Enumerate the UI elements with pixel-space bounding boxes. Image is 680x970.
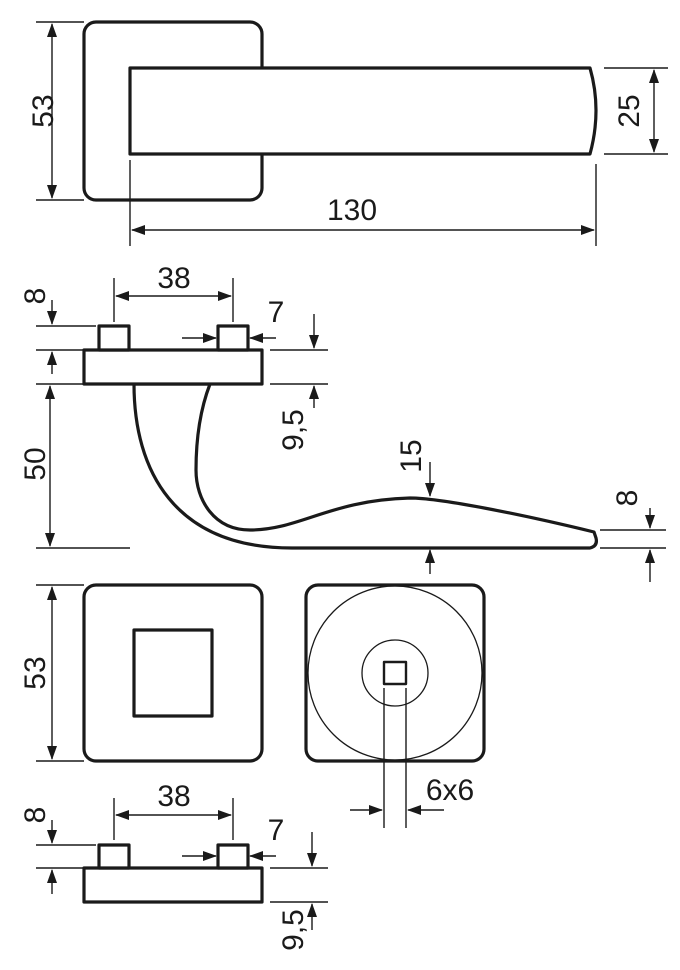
side-rose-plate: [82, 348, 264, 386]
spindle-square-hole: [382, 660, 408, 686]
bottom-rose-plate: [82, 866, 264, 904]
dim-lever-length: 130: [327, 194, 377, 227]
rose-outer-circle: [307, 585, 483, 761]
lever-side-profile: [132, 382, 598, 550]
dim-tip-thickness: 8: [611, 490, 644, 507]
dim-plate-thickness-top: 8: [19, 288, 52, 305]
dim-lever-width: 25: [613, 94, 646, 127]
dim-pin-spacing-bottom: 38: [157, 780, 190, 813]
dim-pin-height-top: 9,5: [277, 409, 310, 451]
rose-back-view: 6x6: [304, 583, 486, 828]
bottom-pin-left: [97, 843, 131, 870]
dim-pin-width-top: 7: [268, 296, 285, 329]
dim-pin-width-bottom: 7: [268, 814, 285, 847]
dim-rose-height-top: 53: [27, 94, 60, 127]
dim-spindle-square: 6x6: [426, 774, 474, 807]
spindle-boss-circle: [361, 639, 429, 707]
side-pin-left: [97, 324, 131, 352]
top-view: 53 25 130: [27, 20, 668, 246]
rose-side-view-bottom: 38 8 7 9,5: [19, 780, 328, 951]
side-view: 38 8 7 9,5 50 15 8: [19, 262, 666, 582]
dim-plate-thickness-bottom: 8: [19, 807, 52, 824]
dim-lever-thickness: 15: [395, 439, 428, 472]
rose-square-opening: [132, 628, 214, 718]
dim-rose-height-bottom: 53: [19, 656, 52, 689]
rose-front-view: 53: [19, 583, 264, 763]
lever-top-outline: [128, 66, 598, 156]
dim-lever-height: 50: [19, 447, 52, 480]
side-pin-right: [216, 324, 250, 352]
dim-pin-height-bottom: 9,5: [277, 909, 310, 951]
dim-pin-spacing-top: 38: [157, 262, 190, 295]
bottom-pin-right: [216, 843, 250, 870]
